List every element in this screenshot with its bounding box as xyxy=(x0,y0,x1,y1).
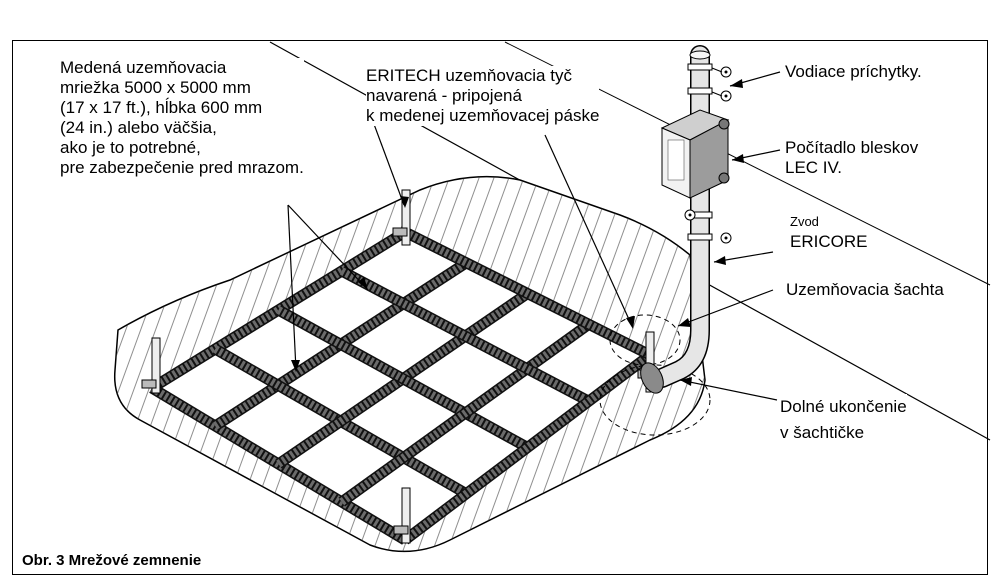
copper-grid xyxy=(149,227,654,545)
grid-note-line: pre zabezpečenie pred mrazom. xyxy=(60,158,304,177)
ground-rod xyxy=(393,487,411,544)
copper-tape xyxy=(213,345,469,498)
grid-note-label: Medená uzemňovacia mriežka 5000 x 5000 m… xyxy=(60,58,304,178)
grid-note-line: mriežka 5000 x 5000 mm xyxy=(60,78,251,97)
copper-tape xyxy=(149,228,408,392)
down-conductor xyxy=(653,46,709,387)
rod-note-line: k medenej uzemňovacej páske xyxy=(366,106,600,125)
termination-circle xyxy=(599,364,711,436)
lightning-counter xyxy=(660,109,730,199)
grid-note-line: (17 x 17 ft.), hĺbka 600 mm xyxy=(60,98,263,117)
pit-label: Uzemňovacia šachta xyxy=(786,280,944,300)
rod-note-line: ERITECH uzemňovacia tyč xyxy=(366,66,572,85)
termination-label: Dolné ukončenie v šachtičke xyxy=(780,394,907,446)
grid-note-line: Medená uzemňovacia xyxy=(60,58,227,77)
down-conductor-small-label: Zvod xyxy=(790,214,819,230)
arrowheads xyxy=(291,79,744,386)
counter-label: Počítadlo bleskov LEC IV. xyxy=(785,138,919,178)
grid-note-line: (24 in.) alebo väčšia, xyxy=(60,118,217,137)
guide-clip xyxy=(684,209,732,244)
down-conductor-label: ERICORE xyxy=(790,232,868,252)
pipe-top xyxy=(689,50,711,60)
copper-tape xyxy=(339,321,592,506)
ground-rod xyxy=(392,189,411,246)
figure-caption: Obr. 3 Mrežové zemnenie xyxy=(22,551,202,571)
ground-rod xyxy=(141,337,161,394)
termination-line: Dolné ukončenie xyxy=(780,397,907,416)
guides-label: Vodiace príchytky. xyxy=(785,62,922,82)
counter-line: LEC IV. xyxy=(785,158,843,177)
termination-connector xyxy=(640,362,664,394)
rod-note-label: ERITECH uzemňovacia tyč navarená - pripo… xyxy=(366,66,600,126)
copper-tape xyxy=(402,351,653,544)
copper-tape xyxy=(403,228,652,359)
rod-note-line: navarená - pripojená xyxy=(366,86,522,105)
copper-tape xyxy=(276,306,530,452)
grid-note-line: ako je to potrebné, xyxy=(60,138,201,157)
copper-tape xyxy=(339,267,591,405)
counter-line: Počítadlo bleskov xyxy=(785,138,919,157)
termination-line: v šachtičke xyxy=(780,423,865,442)
guide-clip xyxy=(687,63,732,102)
